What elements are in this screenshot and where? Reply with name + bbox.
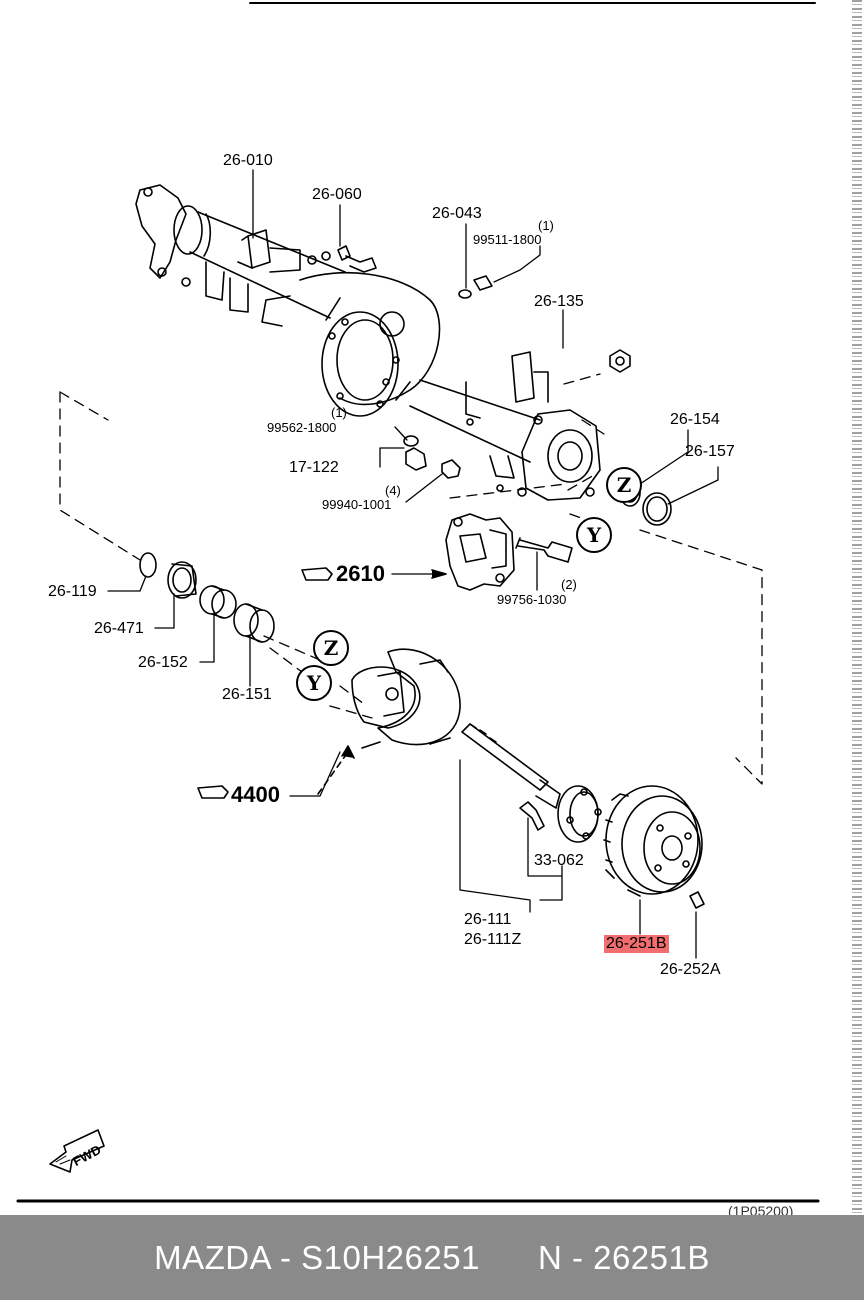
footer-part-number: MAZDA - S10H26251 N - 26251B [154,1238,710,1276]
fwd-arrow-icon [49,1129,105,1173]
label-99756-1030: 99756-1030 [497,592,567,607]
label-99940-1001: 99940-1001 [322,497,392,512]
label-26-157: 26-157 [685,443,735,460]
diagram-drawing [16,2,820,1203]
label-33-062: 33-062 [534,852,584,869]
label-26-119: 26-119 [48,583,97,600]
label-26-471: 26-471 [94,620,144,637]
qty-99562: (1) [331,405,347,420]
qty-99756: (2) [561,577,577,592]
label-26-111: 26-111 [464,911,512,928]
axle-housing [135,184,601,501]
label-26-252A: 26-252A [660,961,721,978]
label-99511-1800: 99511-1800 [473,232,542,247]
label-26-111Z: 26-111Z [464,931,522,948]
view-marker-y-right: Y [576,517,612,553]
label-99562-1800: 99562-1800 [267,420,337,435]
axle-shaft [461,723,602,843]
label-26-151: 26-151 [222,686,272,703]
view-marker-z-right: Z [606,467,642,503]
leader-lines [107,169,719,959]
label-26-154: 26-154 [670,411,720,428]
label-17-122: 17-122 [289,459,339,476]
parts-diagram: 26-010 26-060 26-043 (1) 99511-1800 26-1… [16,0,862,1219]
label-26-010: 26-010 [223,152,273,169]
ref-2610: 2610 [336,561,385,586]
label-26-135: 26-135 [534,293,584,310]
backing-plate [351,648,461,749]
disc-rotor [603,785,705,909]
qty-99511: (1) [538,218,554,233]
qty-99940: (4) [385,483,401,498]
brake-caliper [445,513,573,591]
label-26-251B-highlighted: 26-251B [604,935,669,953]
view-marker-z-left: Z [313,630,349,666]
ref-4400: 4400 [231,782,280,807]
bearings [139,552,275,643]
label-26-152: 26-152 [138,654,188,671]
label-26-043: 26-043 [432,205,482,222]
view-marker-y-left: Y [296,665,332,701]
footer-bar: MAZDA - S10H26251 N - 26251B [0,1215,864,1300]
label-26-060: 26-060 [312,186,362,203]
scan-edge [852,0,862,1215]
